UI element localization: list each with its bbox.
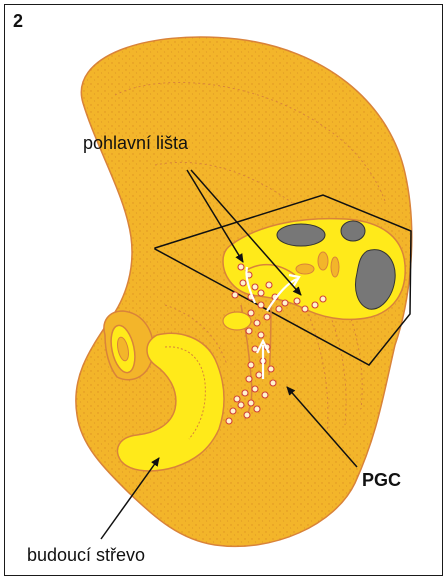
label-pgc: PGC <box>362 470 401 491</box>
embryo-illustration <box>5 5 444 577</box>
figure-panel: 2 <box>4 4 443 576</box>
label-genital-ridge: pohlavní lišta <box>83 133 188 154</box>
label-future-gut: budoucí střevo <box>27 545 145 566</box>
